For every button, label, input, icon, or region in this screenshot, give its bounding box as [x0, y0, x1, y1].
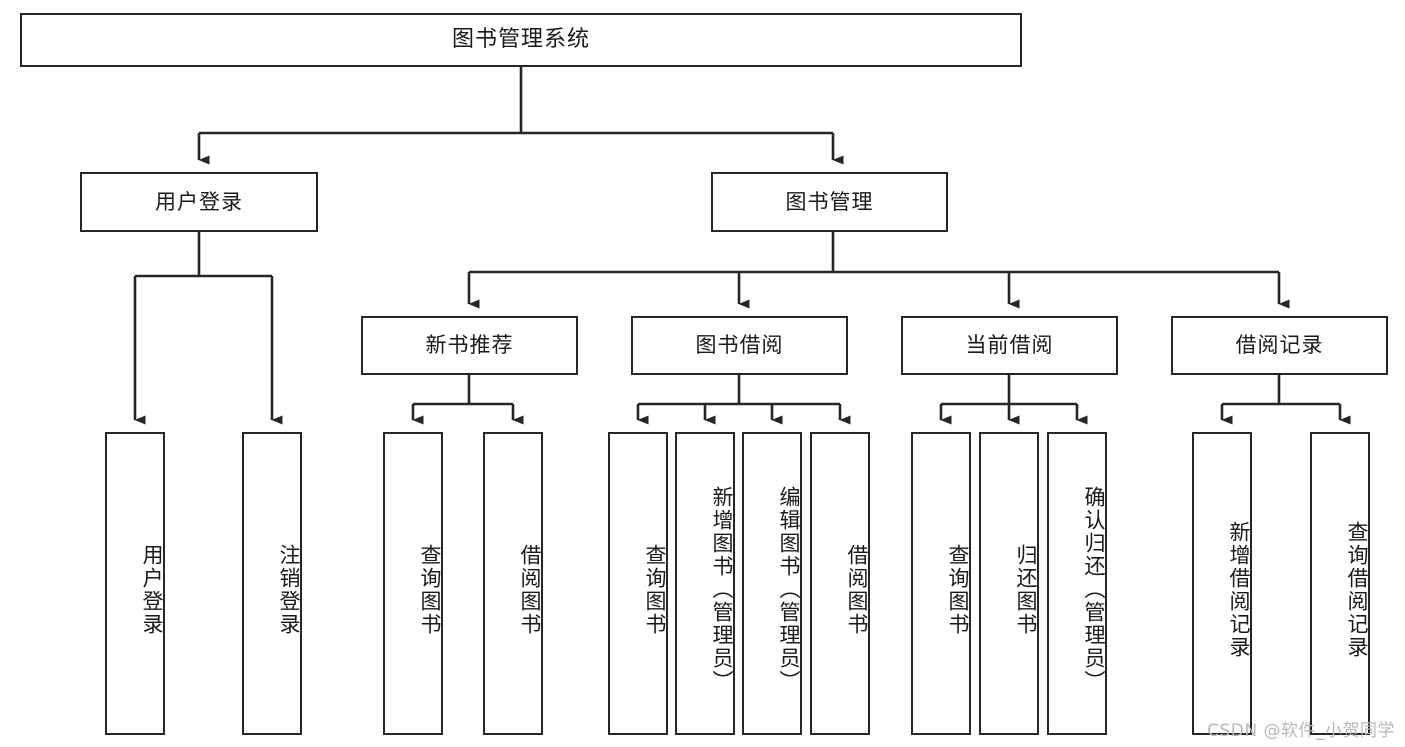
leaf-label: 确认归还（管理员）: [1082, 486, 1106, 693]
leaf-user-login[interactable]: 用户登录: [105, 432, 165, 735]
leaf-borrow-book-2[interactable]: 借阅图书: [810, 432, 870, 735]
node-root-system[interactable]: 图书管理系统: [20, 13, 1022, 67]
leaf-label: 新增借阅记录: [1227, 520, 1251, 659]
leaf-query-book-3[interactable]: 查询图书: [911, 432, 971, 735]
leaf-label: 新增图书（管理员）: [710, 486, 734, 693]
node-borrow-record[interactable]: 借阅记录: [1171, 316, 1388, 375]
leaf-add-book-admin[interactable]: 新增图书（管理员）: [675, 432, 735, 735]
leaf-borrow-book-1[interactable]: 借阅图书: [483, 432, 543, 735]
leaf-add-borrow-record[interactable]: 新增借阅记录: [1192, 432, 1252, 735]
leaf-edit-book-admin[interactable]: 编辑图书（管理员）: [742, 432, 802, 735]
leaf-label: 注销登录: [277, 543, 301, 636]
leaf-logout[interactable]: 注销登录: [242, 432, 302, 735]
leaf-label: 查询图书: [946, 543, 970, 636]
csdn-watermark: CSDN @软件_小贺同学: [1207, 721, 1395, 741]
node-new-book-recommend[interactable]: 新书推荐: [361, 316, 578, 375]
leaf-confirm-return-admin[interactable]: 确认归还（管理员）: [1047, 432, 1107, 735]
leaf-return-book[interactable]: 归还图书: [979, 432, 1039, 735]
leaf-label: 查询借阅记录: [1345, 520, 1369, 659]
node-current-borrow[interactable]: 当前借阅: [901, 316, 1118, 375]
leaf-label: 借阅图书: [518, 543, 542, 636]
leaf-label: 查询图书: [418, 543, 442, 636]
leaf-query-book-2[interactable]: 查询图书: [608, 432, 668, 735]
node-user-login[interactable]: 用户登录: [80, 172, 318, 232]
leaf-label: 编辑图书（管理员）: [777, 486, 801, 693]
leaf-label: 借阅图书: [845, 543, 869, 636]
leaf-label: 查询图书: [643, 543, 667, 636]
node-book-borrow[interactable]: 图书借阅: [631, 316, 848, 375]
leaf-label: 归还图书: [1014, 543, 1038, 636]
leaf-label: 用户登录: [140, 543, 164, 636]
node-book-manage[interactable]: 图书管理: [711, 172, 948, 232]
leaf-query-book-1[interactable]: 查询图书: [383, 432, 443, 735]
leaf-query-borrow-record[interactable]: 查询借阅记录: [1310, 432, 1370, 735]
